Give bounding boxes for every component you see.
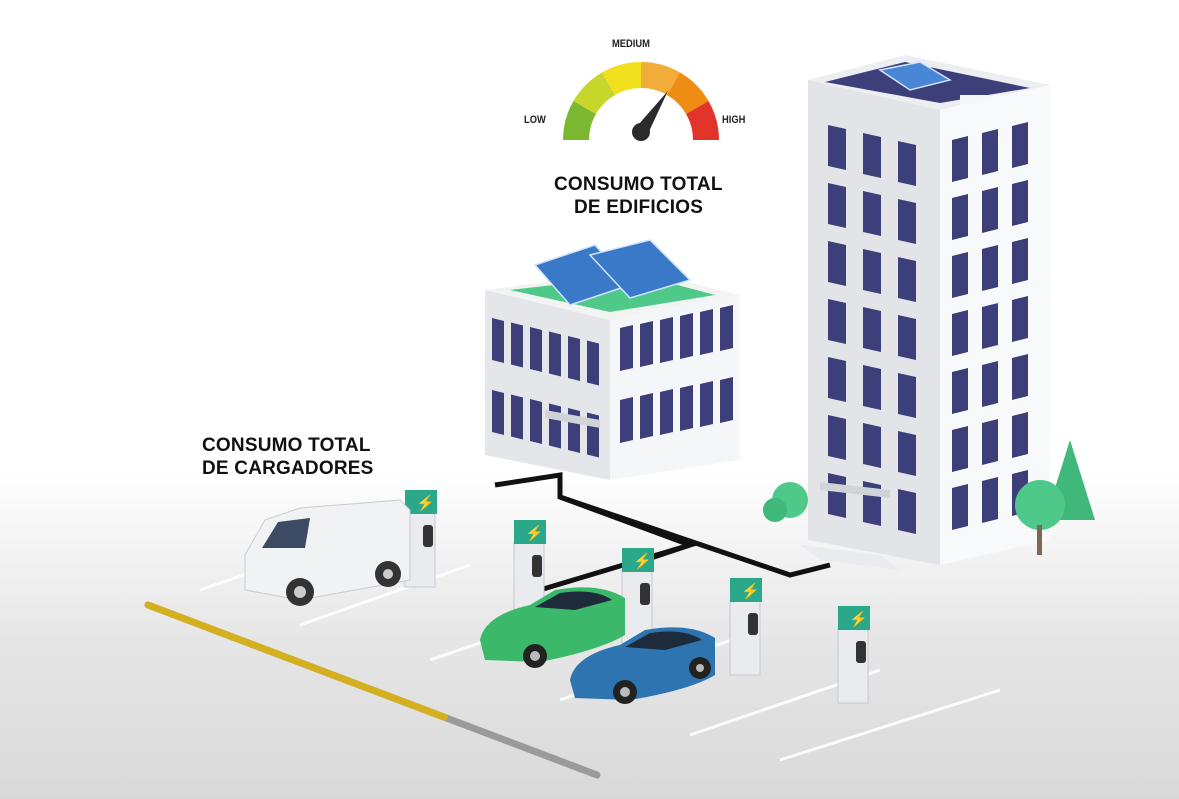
- window: [1012, 296, 1028, 342]
- window: [680, 385, 693, 431]
- window: [530, 399, 542, 444]
- window: [720, 377, 733, 423]
- window: [587, 340, 599, 386]
- window: [511, 394, 523, 440]
- ev-charger: ⚡: [729, 578, 762, 676]
- window: [982, 419, 998, 465]
- gauge-segment: [641, 62, 680, 95]
- window: [898, 257, 916, 302]
- window: [898, 315, 916, 360]
- lightning-icon: ⚡: [633, 552, 652, 570]
- consumption-gauge: [563, 62, 719, 141]
- window: [492, 390, 504, 435]
- lightning-icon: ⚡: [741, 582, 760, 600]
- window: [898, 431, 916, 476]
- window: [1012, 238, 1028, 284]
- ev-charger: ⚡: [513, 520, 546, 618]
- window: [952, 426, 968, 472]
- window: [863, 191, 881, 236]
- window: [982, 477, 998, 523]
- window: [982, 303, 998, 349]
- window: [863, 307, 881, 352]
- window: [863, 423, 881, 468]
- progress-fill: [144, 601, 448, 721]
- label-line: DE EDIFICIOS: [574, 197, 704, 218]
- window: [700, 309, 713, 355]
- window: [828, 241, 846, 286]
- window: [660, 317, 673, 363]
- office-building: [485, 239, 740, 480]
- gauge-segment: [686, 101, 719, 140]
- trees: [763, 440, 1095, 555]
- window: [720, 305, 733, 351]
- window: [680, 313, 693, 359]
- window: [982, 245, 998, 291]
- window: [952, 484, 968, 530]
- window: [1012, 180, 1028, 226]
- gauge-hub: [632, 123, 650, 141]
- window: [952, 368, 968, 414]
- label-line: DE CARGADORES: [202, 458, 374, 479]
- label-line: CONSUMO TOTAL: [554, 174, 723, 195]
- window: [982, 361, 998, 407]
- gauge-label-low: LOW: [524, 114, 546, 126]
- label-line: CONSUMO TOTAL: [202, 435, 371, 456]
- window: [640, 321, 653, 367]
- window: [863, 133, 881, 178]
- gauge-segment: [563, 101, 596, 140]
- window: [828, 415, 846, 460]
- window: [952, 194, 968, 240]
- window: [568, 336, 580, 381]
- window: [828, 473, 846, 518]
- window: [492, 318, 504, 363]
- window: [863, 249, 881, 294]
- gauge-segment: [573, 72, 615, 114]
- van: [244, 499, 411, 606]
- window: [828, 125, 846, 170]
- window: [1012, 354, 1028, 400]
- ev-charger: ⚡: [837, 606, 870, 704]
- gauge-segment: [602, 62, 641, 95]
- window: [898, 489, 916, 534]
- window: [828, 357, 846, 402]
- window: [952, 252, 968, 298]
- window: [549, 403, 561, 449]
- power-line-tower: [559, 494, 831, 578]
- window: [982, 129, 998, 175]
- lightning-icon: ⚡: [849, 610, 868, 628]
- window: [898, 199, 916, 244]
- lightning-icon: ⚡: [525, 524, 544, 542]
- buildings-consumption-label: CONSUMO TOTAL DE EDIFICIOS: [554, 173, 723, 219]
- window: [530, 327, 542, 372]
- window: [952, 136, 968, 182]
- window: [898, 141, 916, 186]
- car-green: [480, 587, 625, 668]
- tower-building: [800, 55, 1050, 570]
- gauge-label-medium: MEDIUM: [612, 38, 650, 50]
- window: [620, 397, 633, 443]
- window: [952, 310, 968, 356]
- window: [982, 187, 998, 233]
- chargers: ⚡ ⚡ ⚡ ⚡ ⚡: [404, 490, 870, 704]
- gauge-segment: [667, 72, 709, 114]
- window: [700, 381, 713, 427]
- window: [1012, 412, 1028, 458]
- window: [640, 393, 653, 439]
- car-blue: [570, 627, 715, 704]
- gauge-label-high: HIGH: [722, 114, 746, 126]
- window: [660, 389, 673, 435]
- window: [863, 365, 881, 410]
- window: [511, 322, 523, 368]
- window: [828, 183, 846, 228]
- window: [549, 331, 561, 377]
- window: [828, 299, 846, 344]
- lightning-icon: ⚡: [416, 494, 435, 512]
- chargers-consumption-label: CONSUMO TOTAL DE CARGADORES: [202, 434, 374, 480]
- window: [1012, 122, 1028, 168]
- window: [898, 373, 916, 418]
- window: [620, 325, 633, 371]
